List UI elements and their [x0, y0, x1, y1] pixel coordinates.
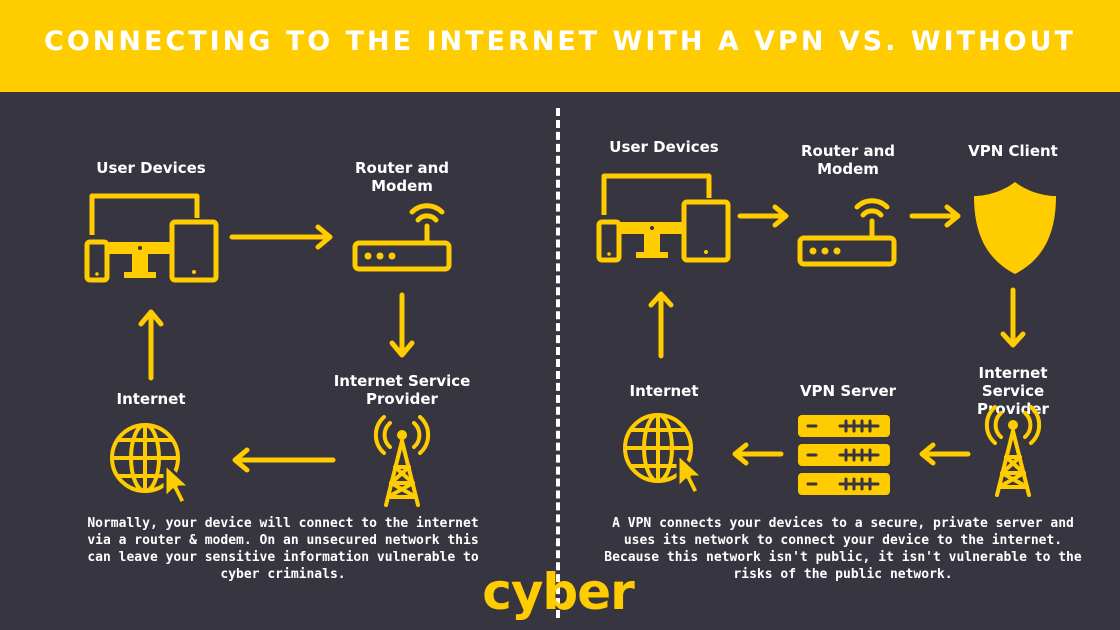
- section-divider: [556, 108, 560, 618]
- header-banner: CONNECTING TO THE INTERNET WITH A VPN VS…: [0, 0, 1120, 92]
- right-arrows: [648, 204, 1026, 466]
- arrow-icon: [229, 224, 333, 250]
- arrow-icon: [1000, 287, 1026, 348]
- server-icon: [798, 415, 890, 495]
- globe-icon: [110, 423, 192, 506]
- right-user-devices-label: User Devices: [609, 138, 719, 156]
- arrow-icon: [232, 447, 336, 473]
- right-internet-label: Internet: [629, 382, 699, 400]
- arrow-icon: [909, 204, 961, 228]
- router-icon: [797, 198, 897, 267]
- left-isp-label: Internet Service Provider: [333, 372, 471, 408]
- left-internet-label: Internet: [116, 390, 186, 408]
- right-vpn-client-label: VPN Client: [968, 142, 1058, 160]
- arrow-icon: [737, 204, 789, 228]
- page-title: CONNECTING TO THE INTERNET WITH A VPN VS…: [44, 26, 1076, 57]
- globe-icon: [623, 413, 705, 496]
- right-vpn-server-label: VPN Server: [799, 382, 897, 400]
- left-user-devices-label: User Devices: [96, 159, 206, 177]
- arrow-icon: [389, 292, 415, 358]
- arrow-icon: [648, 291, 674, 359]
- tower-icon: [373, 415, 431, 507]
- shield-icon: [974, 182, 1056, 274]
- router-icon: [352, 203, 452, 272]
- right-isp-label: Internet Service Provider: [977, 364, 1049, 418]
- right-description: A VPN connects your devices to a secure,…: [604, 516, 1082, 582]
- left-arrows: [138, 224, 415, 473]
- tower-icon: [984, 405, 1042, 497]
- arrow-icon: [919, 442, 971, 466]
- devices-icon: [596, 173, 731, 263]
- arrow-icon: [732, 442, 784, 466]
- cyber-logo: cyber: [482, 563, 635, 621]
- left-description: Normally, your device will connect to th…: [87, 516, 479, 582]
- right-router-label: Router and Modem: [800, 142, 896, 178]
- devices-icon: [84, 193, 219, 283]
- cursor-icon: [676, 452, 705, 496]
- left-router-label: Router and Modem: [354, 159, 450, 195]
- cursor-icon: [163, 462, 192, 506]
- arrow-icon: [138, 309, 164, 381]
